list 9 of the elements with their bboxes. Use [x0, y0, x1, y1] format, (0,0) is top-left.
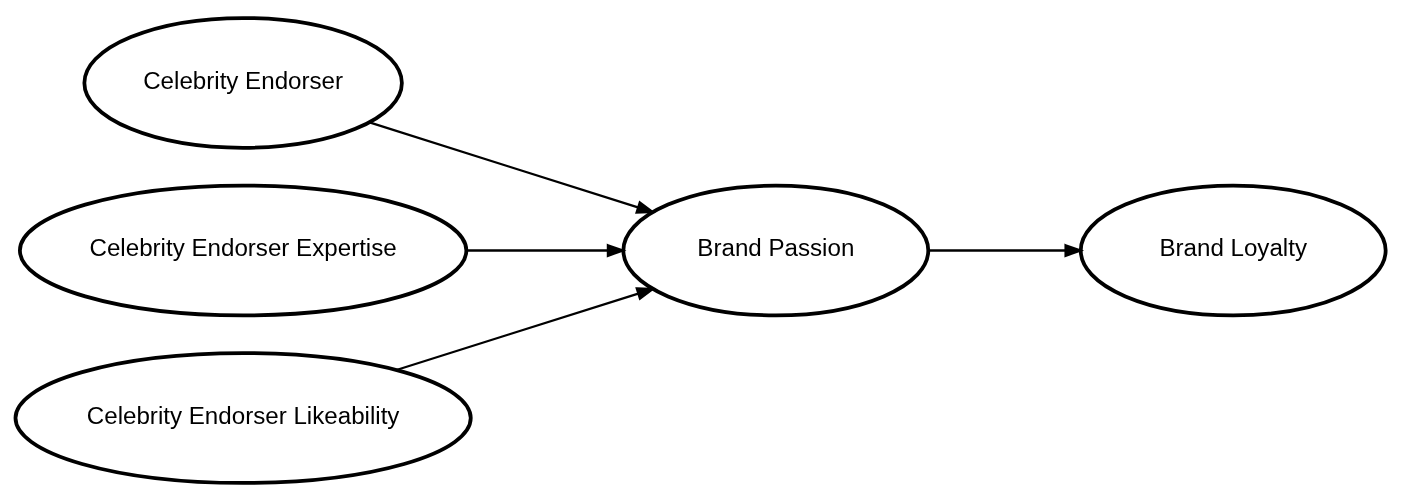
arrow: [396, 286, 656, 371]
arrow: [369, 120, 656, 214]
node-ellipse: Brand Loyalty: [1078, 183, 1388, 317]
arrow: [928, 243, 1085, 257]
node-ellipse: Celebrity Endorser Expertise: [18, 183, 469, 317]
node-ellipse: Celebrity Endorser Likeability: [13, 350, 473, 485]
arrow: [466, 243, 627, 257]
node-ellipse: Brand Passion: [621, 183, 931, 317]
node-ellipse: Celebrity Endorser: [82, 15, 404, 150]
